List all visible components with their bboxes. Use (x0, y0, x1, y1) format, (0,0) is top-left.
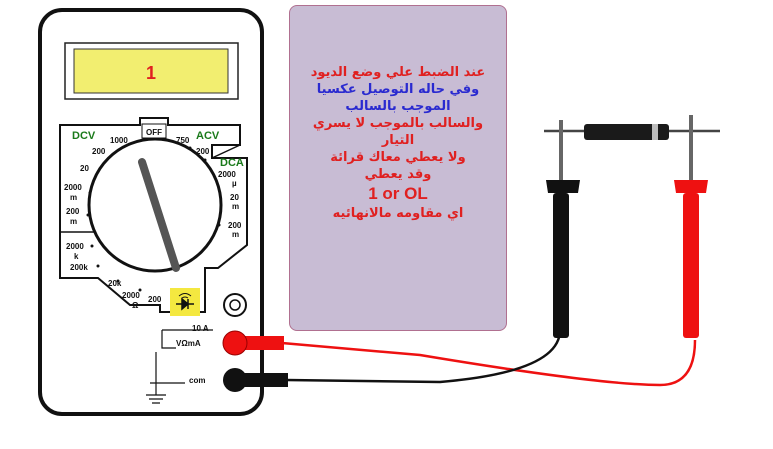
note-line-6: ولا يعطي معاك قرائة (330, 150, 466, 165)
red-plug[interactable] (222, 330, 248, 356)
dcv-range-20: 20 (80, 164, 89, 173)
ohm-range-2000k: 2000 (66, 242, 84, 251)
dcv-unit-m-1: m (70, 193, 77, 202)
jack-com-label: com (189, 376, 205, 385)
black-probe-guard (546, 180, 580, 193)
acv-range-200: 200 (196, 147, 210, 156)
dcv-label: DCV (72, 130, 96, 142)
note-line-3: الموجب بالسالب (345, 99, 451, 114)
red-probe-handle (683, 193, 699, 338)
note-line-5: التيار (381, 133, 415, 148)
dca-unit-m-2: m (232, 230, 239, 239)
dca-range-2000: 2000 (218, 170, 236, 179)
diode-cathode-band (652, 124, 658, 140)
acv-label: ACV (196, 130, 220, 142)
note-line-7: وقد يعطي (364, 167, 432, 182)
sound-wave-icon (178, 293, 192, 299)
red-test-lead-wire (281, 339, 697, 387)
explanation-note: عند الضبط علي وضع الديود وفي حاله التوصي… (289, 5, 507, 331)
acv-range-750: 750 (176, 136, 190, 145)
note-line-2: وفي حاله التوصيل عكسيا (316, 82, 480, 97)
red-plug-body (238, 336, 284, 350)
range-panel-outline (59, 117, 248, 313)
section-divider-right (211, 144, 241, 159)
black-probe-tip (559, 120, 563, 180)
ohm-range-2000: 2000 (122, 291, 140, 300)
note-line-8: 1 or OL (368, 184, 428, 203)
internal-wiring (146, 329, 213, 404)
ohm-range-200: 200 (148, 295, 162, 304)
black-plug[interactable] (223, 368, 247, 392)
black-test-lead-wire (285, 329, 562, 384)
jack-vohm-label: VΩmA (176, 339, 201, 348)
jack-10a-inner (229, 299, 241, 311)
display-value: 1 (146, 63, 156, 83)
ohm-unit-ohm: Ω (132, 301, 139, 310)
diode-mode-icon (176, 297, 194, 311)
off-label: OFF (146, 128, 162, 137)
dca-range-200: 200 (228, 221, 242, 230)
ohm-range-20k: 20k (108, 279, 122, 288)
dcv-range-1000: 1000 (110, 136, 128, 145)
dca-unit-micro: µ (232, 179, 237, 188)
black-probe-handle (553, 193, 569, 338)
dca-unit-m-1: m (232, 202, 239, 211)
note-line-9: اي مقاومه مالانهائيه (332, 206, 464, 221)
jack-10a-label: 10 A (192, 324, 209, 333)
red-probe-guard (674, 180, 708, 193)
dca-range-20: 20 (230, 193, 239, 202)
red-probe-tip (689, 115, 693, 180)
diode-body (584, 124, 669, 140)
dca-label: DCA (220, 157, 244, 169)
note-line-4: والسالب بالموجب لا يسري (312, 116, 484, 131)
black-plug-body (238, 373, 288, 387)
note-line-1: عند الضبط علي وضع الديود (310, 65, 486, 80)
dcv-range-200: 200 (92, 147, 106, 156)
dcv-unit-m-2: m (70, 217, 77, 226)
lcd-display (73, 48, 229, 94)
ohm-unit-k: k (74, 252, 79, 261)
dcv-range-200m: 200 (66, 207, 80, 216)
ohm-range-200k: 200k (70, 263, 88, 272)
dial-pointer (138, 158, 180, 272)
dcv-range-2000m: 2000 (64, 183, 82, 192)
